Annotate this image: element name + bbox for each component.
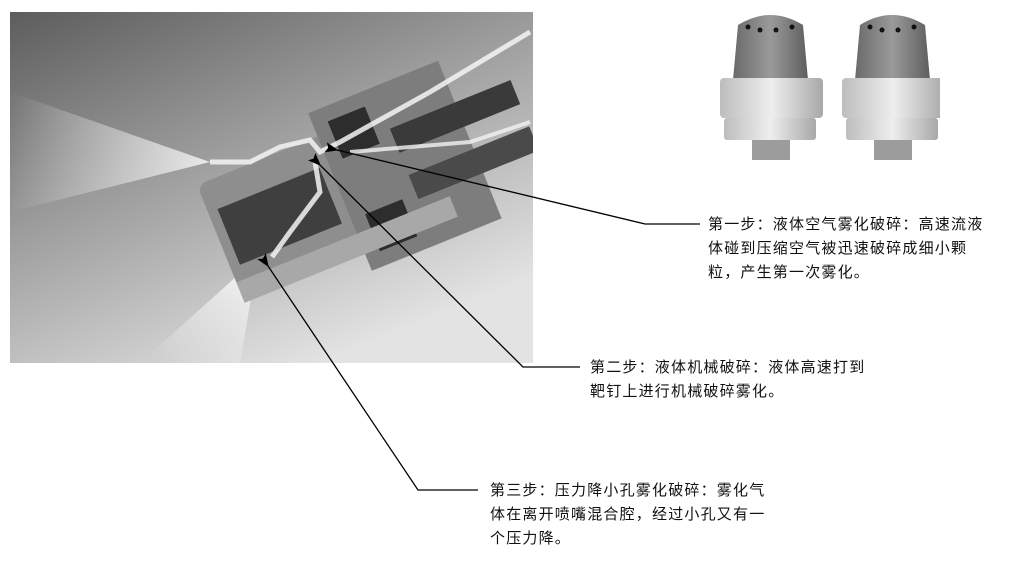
callout-step2: 第二步：液体机械破碎：液体高速打到 靶钉上进行机械破碎雾化。 [590,355,865,403]
callout-step1-line3: 粒，产生第一次雾化。 [708,263,871,281]
callout-step3-line2: 体在离开喷嘴混合腔，经过小孔又有一 [490,505,766,523]
cutaway-graphic [10,12,533,363]
callout-step2-line2: 靶钉上进行机械破碎雾化。 [590,382,785,400]
callout-step2-line1: 第二步：液体机械破碎：液体高速打到 [590,358,866,376]
callout-step1: 第一步：液体空气雾化破碎：高速流液 体碰到压缩空气被迅速破碎成细小颗 粒，产生第… [708,212,983,284]
nozzle-cutaway-illustration [10,12,533,363]
callout-step3-line3: 个压力降。 [490,529,572,547]
callout-step1-line1: 第一步：液体空气雾化破碎：高速流液 [708,215,984,233]
callout-step3: 第三步：压力降小孔雾化破碎：雾化气 体在离开喷嘴混合腔，经过小孔又有一 个压力降… [490,478,765,550]
nozzle-photo-pair [720,15,945,160]
nozzle-product-photos [700,0,945,180]
nozzle-photo-left [720,15,823,160]
callout-step1-line2: 体碰到压缩空气被迅速破碎成细小颗 [708,239,968,257]
callout-step3-line1: 第三步：压力降小孔雾化破碎：雾化气 [490,481,766,499]
nozzle-photo-right [842,15,945,160]
